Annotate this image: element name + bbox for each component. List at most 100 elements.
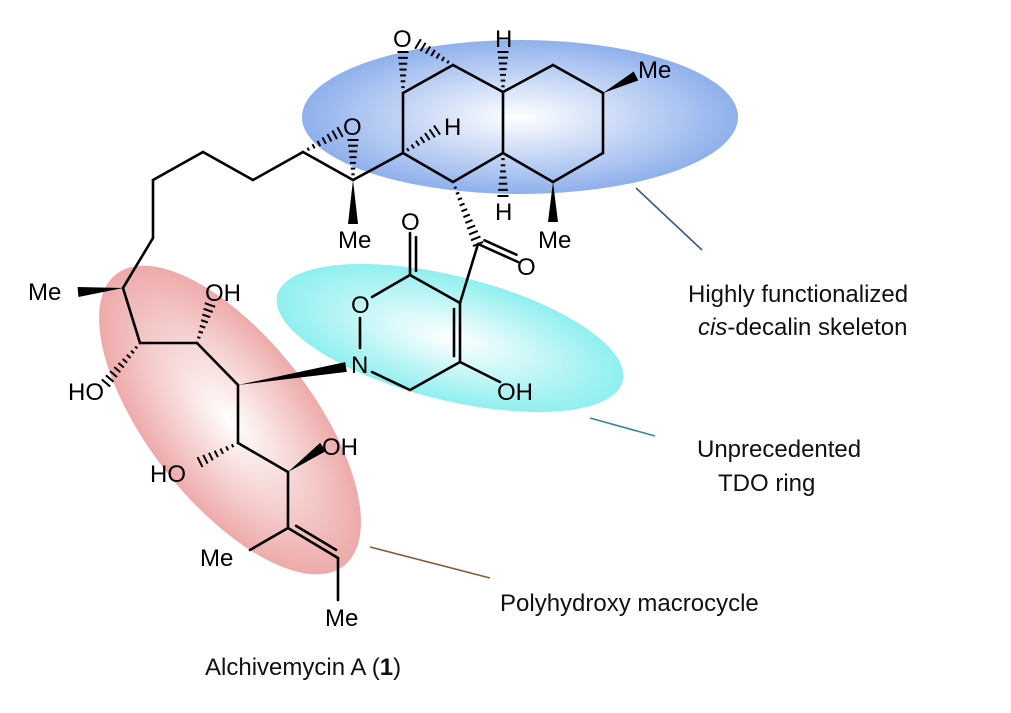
hash-bond-segment [121, 358, 128, 364]
hash-bond-segment [414, 38, 422, 50]
ring-o-label: O [351, 292, 370, 319]
single-bond [408, 360, 462, 392]
decalin-skeleton-text: -decalin skeleton [727, 314, 907, 341]
atom-labels: O O H H H Me Me Me O O O N OH Me OH HO H… [28, 26, 671, 632]
lactone-carbonyl-o-label: O [401, 209, 420, 236]
single-bond [458, 360, 502, 384]
hash-bond-segment [225, 445, 230, 451]
chain-bond [121, 236, 155, 290]
hash-bond-segment [196, 336, 201, 340]
cis-prefix: cis [698, 314, 727, 341]
h-bottom-label: H [495, 199, 512, 226]
hash-bond-segment [105, 374, 115, 383]
ring-bond [401, 151, 455, 184]
hash-bond-segment [200, 319, 209, 324]
hash-bond-segment [321, 136, 327, 145]
hash-bond-segment [461, 208, 468, 213]
ring-bond [451, 63, 505, 94]
hash-bond-segment [195, 341, 199, 345]
me-decalin-bottom-label: Me [538, 227, 571, 254]
ring-n-label: N [351, 352, 368, 379]
compound-caption: Alchivemycin A (1) [205, 654, 401, 681]
epoxide-o-side-label: O [343, 114, 362, 141]
caption-name: Alchivemycin A ( [205, 654, 380, 681]
wedge-bond [603, 71, 639, 93]
single-bond [248, 526, 290, 552]
hash-bond-segment [455, 191, 460, 195]
hash-bond-segment [464, 219, 473, 224]
hash-bond-segment [109, 370, 118, 378]
hash-bond-segment [451, 63, 455, 67]
ketone-o-label: O [517, 254, 536, 281]
hash-bond-segment [202, 454, 209, 465]
wedge-bond [238, 362, 347, 385]
hash-bond-segment [470, 235, 481, 242]
ring-bond [501, 151, 555, 184]
hash-bond-segment [201, 313, 211, 319]
chain-bond [151, 150, 205, 182]
chain-bond [201, 150, 255, 182]
hash-bond-segment [424, 132, 431, 141]
hash-bond-segment [336, 126, 344, 138]
ring-bond [551, 151, 605, 184]
hash-bond-segment [203, 307, 214, 313]
single-bond [458, 242, 480, 305]
hash-bond-segment [463, 213, 471, 219]
hash-bond-segment [196, 456, 204, 468]
hash-bond-segment [440, 56, 446, 62]
decalin-leader-line [635, 187, 703, 251]
bonds [77, 38, 639, 602]
hash-bond-segment [230, 443, 235, 448]
wedge-bond [348, 180, 358, 224]
hash-bond-segment [331, 130, 338, 140]
hash-bond-segment [204, 302, 216, 308]
decalin-annotation-line2: cis-decalin skeleton [698, 314, 907, 341]
hash-bond-segment [433, 124, 441, 136]
hash-bond-segment [453, 186, 457, 190]
hash-bond-segment [126, 353, 132, 359]
ring-bond [551, 63, 605, 95]
hash-bond-segment [117, 362, 125, 369]
hash-bond-segment [419, 42, 427, 52]
me-alkene-label: Me [200, 545, 233, 572]
hash-bond-segment [219, 448, 224, 455]
h-top-label: H [495, 26, 512, 53]
hash-bond-segment [466, 224, 476, 230]
double-bond [294, 524, 338, 552]
hash-bond-segment [435, 52, 441, 60]
me-right-label: Me [638, 57, 671, 84]
tdo-leader-line [589, 417, 656, 437]
ho-lower-label: HO [150, 461, 186, 488]
double-bond [483, 239, 518, 257]
hash-bond-segment [326, 133, 333, 142]
single-bond [351, 151, 405, 182]
hash-bond-segment [236, 441, 240, 445]
caption-close: ) [393, 654, 401, 681]
tdo-annotation-line2: TDO ring [718, 470, 815, 497]
epoxide-o-ring-label: O [393, 26, 412, 53]
wedge-bond [548, 182, 558, 222]
hash-bond-segment [101, 378, 111, 388]
hash-bond-segment [134, 345, 139, 350]
oh-upper-label: OH [205, 280, 241, 307]
hash-bond-segment [198, 330, 204, 334]
decalin-annotation-line1: Highly functionalized [688, 281, 908, 308]
hash-bond-segment [213, 450, 219, 458]
hash-bond-segment [428, 128, 436, 138]
hash-bond-segment [208, 452, 214, 461]
single-bond [370, 370, 412, 392]
me-terminal-label: Me [325, 605, 358, 632]
hash-bond-segment [430, 49, 436, 57]
hash-bond-segment [311, 143, 316, 149]
double-bond [476, 242, 520, 264]
hash-bond-segment [113, 366, 122, 374]
oh-lower-label: OH [322, 434, 358, 461]
ho-left-label: HO [68, 379, 104, 406]
h-mid-label: H [444, 114, 461, 141]
hash-bond-segment [138, 341, 142, 345]
single-bond [236, 441, 290, 474]
annotations: Highly functionalized cis-decalin skelet… [500, 281, 908, 617]
hash-bond-segment [406, 147, 410, 152]
hash-bond-segment [468, 230, 479, 236]
